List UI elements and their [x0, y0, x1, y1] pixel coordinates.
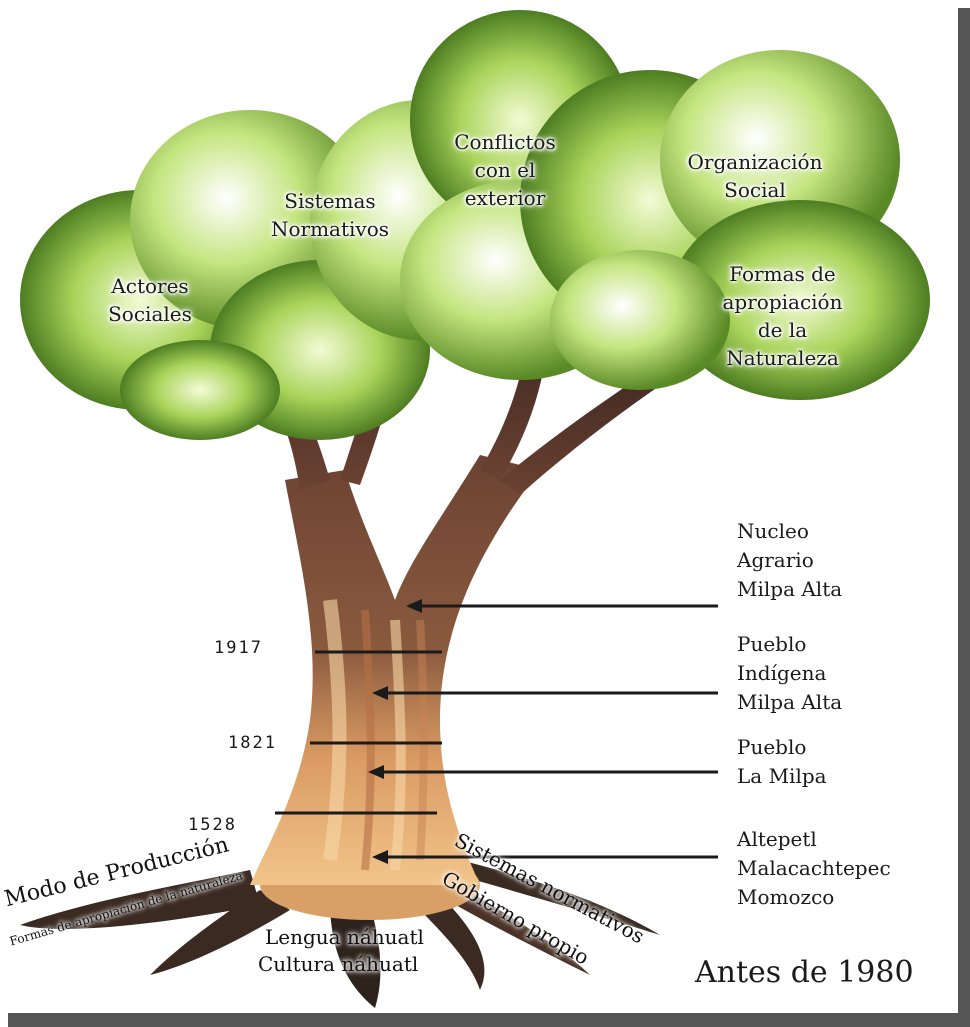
- stage-altepetl: Altepetl Malacachtepec Momozco: [737, 825, 891, 912]
- stage-line: Malacachtepec: [737, 854, 891, 883]
- trunk: [250, 455, 540, 885]
- stage-line: Milpa Alta: [737, 688, 842, 717]
- stage-line: Momozco: [737, 883, 891, 912]
- year-1917: 1917: [214, 638, 263, 658]
- label-line: Sistemas: [255, 187, 405, 215]
- label-line: Sociales: [95, 300, 205, 328]
- year-1528: 1528: [188, 815, 237, 835]
- label-conflictos-exterior: Conflictos con el exterior: [445, 128, 565, 212]
- year-1821: 1821: [228, 733, 277, 753]
- label-line: exterior: [445, 184, 565, 212]
- label-line: Naturaleza: [705, 344, 860, 372]
- stage-line: Agrario: [737, 546, 842, 575]
- label-line: Social: [680, 176, 830, 204]
- stage-line: Milpa Alta: [737, 575, 842, 604]
- stage-line: La Milpa: [737, 762, 827, 791]
- label-line: Actores: [95, 272, 205, 300]
- label-line: Conflictos: [445, 128, 565, 156]
- stage-line: Nucleo: [737, 517, 842, 546]
- stage-pueblo-la-milpa: Pueblo La Milpa: [737, 733, 827, 791]
- frame-shadow-bottom: [8, 1013, 970, 1027]
- stage-nucleo-agrario: Nucleo Agrario Milpa Alta: [737, 517, 842, 604]
- label-actores-sociales: Actores Sociales: [95, 272, 205, 328]
- label-line: con el: [445, 156, 565, 184]
- root-cultura-nahuatl: Cultura náhuatl: [258, 952, 418, 976]
- label-formas-apropiacion: Formas de apropiación de la Naturaleza: [705, 260, 860, 372]
- label-line: de la: [705, 316, 860, 344]
- stage-line: Pueblo: [737, 733, 827, 762]
- stage-pueblo-indigena: Pueblo Indígena Milpa Alta: [737, 630, 842, 717]
- era-label: Antes de 1980: [695, 955, 914, 990]
- frame-shadow-right: [958, 8, 970, 1023]
- label-line: apropiación: [705, 288, 860, 316]
- label-line: Normativos: [255, 215, 405, 243]
- stage-line: Indígena: [737, 659, 842, 688]
- stage-line: Altepetl: [737, 825, 891, 854]
- canopy: [20, 10, 930, 440]
- label-line: Organización: [680, 148, 830, 176]
- label-organizacion-social: Organización Social: [680, 148, 830, 204]
- stage-line: Pueblo: [737, 630, 842, 659]
- label-sistemas-normativos: Sistemas Normativos: [255, 187, 405, 243]
- label-line: Formas de: [705, 260, 860, 288]
- root-lengua-nahuatl: Lengua náhuatl: [265, 925, 424, 949]
